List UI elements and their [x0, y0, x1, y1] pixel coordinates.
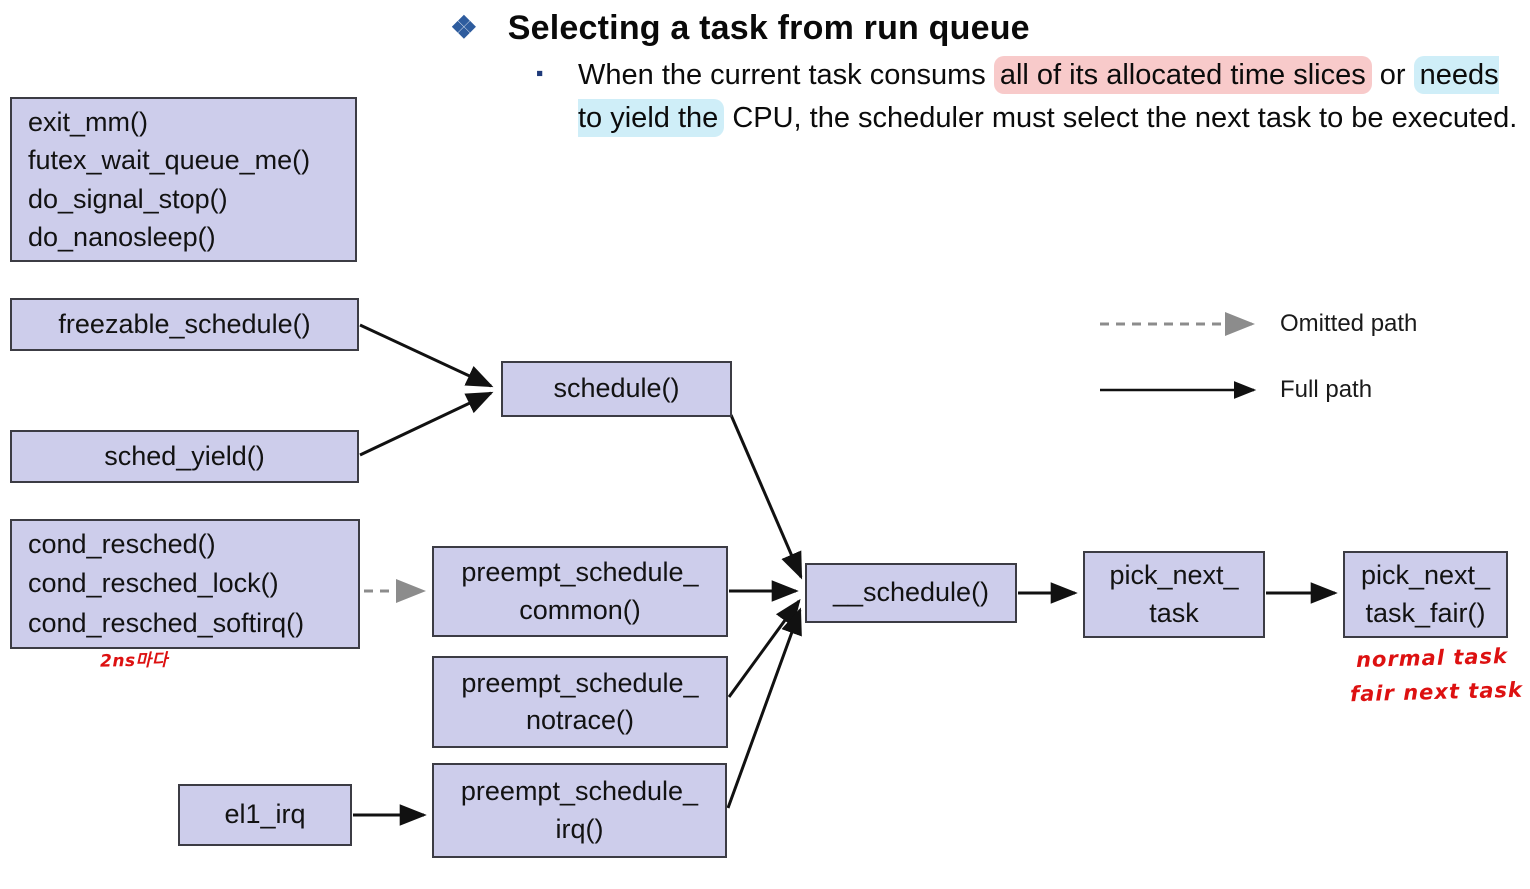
arrow-notrace-to-underschedule — [727, 598, 801, 698]
node-line: schedule() — [553, 373, 680, 404]
node-line: sched_yield() — [104, 440, 265, 471]
node-line: el1_irq — [224, 799, 306, 830]
node-line: preempt_schedule_ — [461, 667, 699, 698]
diamond-bullet-icon: ❖ — [450, 10, 478, 45]
node-line: preempt_schedule_ — [461, 557, 699, 588]
node-pick-next-task: pick_next_ task — [1083, 551, 1265, 638]
handwritten-note-normal-task: normal task — [1355, 644, 1509, 672]
node-sched-yield: sched_yield() — [10, 430, 359, 483]
arrow-schedyield-to-schedule — [359, 391, 494, 457]
node-line: pick_next_ — [1109, 560, 1239, 591]
square-bullet-icon: ▪ — [536, 62, 544, 85]
handwritten-note-fair-next-task: fair next task — [1349, 677, 1524, 707]
handwritten-note-korean: 2ns마다 — [99, 650, 169, 672]
body-segment: CPU, the scheduler must select the next … — [724, 102, 1518, 134]
arrow-freezable-to-schedule — [359, 323, 494, 388]
node-el1-irq: el1_irq — [178, 784, 352, 846]
node-line: do_nanosleep() — [28, 221, 216, 252]
node-entry-sleep-functions: exit_mm() futex_wait_queue_me() do_signa… — [10, 97, 357, 262]
node-freezable-schedule: freezable_schedule() — [10, 298, 359, 351]
node-line: futex_wait_queue_me() — [28, 145, 311, 176]
node-line: cond_resched() — [28, 529, 216, 560]
node-line: cond_resched_lock() — [28, 568, 279, 599]
node-preempt-schedule-common: preempt_schedule_ common() — [432, 546, 728, 637]
title-row: ❖ Selecting a task from run queue — [450, 8, 1030, 48]
node-line: common() — [519, 594, 641, 625]
node-schedule: schedule() — [501, 361, 732, 417]
node-line: do_signal_stop() — [28, 183, 228, 214]
legend-omitted-label: Omitted path — [1280, 310, 1418, 337]
node-line: exit_mm() — [28, 106, 148, 137]
node-line: notrace() — [525, 705, 635, 735]
node-line: task_fair() — [1365, 597, 1486, 628]
body-paragraph: When the current task consums all of its… — [578, 54, 1530, 140]
arrow-schedule-to-underschedule — [729, 414, 803, 580]
node-line: pick_next_ — [1360, 560, 1491, 591]
node-pick-next-task-fair: pick_next_ task_fair() — [1343, 551, 1508, 638]
legend-full-label: Full path — [1280, 376, 1373, 403]
node-line: preempt_schedule_ — [460, 776, 699, 807]
node-underscore-schedule: __schedule() — [805, 563, 1017, 623]
node-line: freezable_schedule() — [58, 308, 311, 339]
body-segment: When the current task consums — [578, 59, 994, 91]
node-line: cond_resched_softirq() — [28, 607, 305, 638]
node-line: __schedule() — [832, 577, 990, 608]
node-cond-resched-group: cond_resched() cond_resched_lock() cond_… — [10, 519, 360, 649]
node-preempt-schedule-notrace: preempt_schedule_ notrace() — [432, 656, 728, 748]
body-segment: or — [1371, 59, 1414, 91]
arrow-irq-to-underschedule — [726, 607, 802, 809]
node-preempt-schedule-irq: preempt_schedule_ irq() — [432, 763, 727, 858]
highlighted-text-pink: all of its allocated time slices — [993, 56, 1372, 94]
node-line: irq() — [555, 813, 604, 844]
page-title: Selecting a task from run queue — [507, 9, 1030, 47]
node-line: task — [1149, 597, 1199, 628]
